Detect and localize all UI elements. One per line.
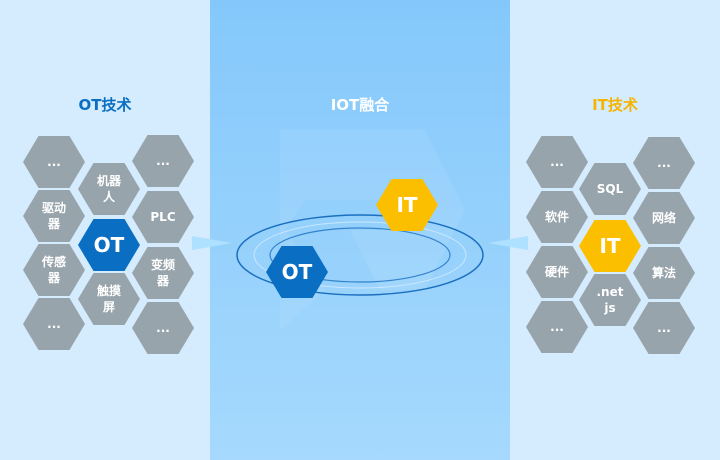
iot-title: IOT融合 [330, 96, 390, 114]
fusion-rings-graphic [236, 130, 484, 330]
arrow-right-icon [488, 236, 528, 250]
it-hex: IT [376, 179, 438, 231]
ot-title: OT技术 [78, 96, 132, 114]
ot-hex: OT [266, 246, 328, 298]
iot-panel: IOT融合 OT IT [210, 0, 510, 460]
arrow-left-icon [192, 236, 232, 250]
it-title: IT技术 [592, 96, 638, 114]
ot-hex-item: 驱动器 [23, 190, 85, 242]
ot-hex-item: ... [23, 136, 85, 188]
